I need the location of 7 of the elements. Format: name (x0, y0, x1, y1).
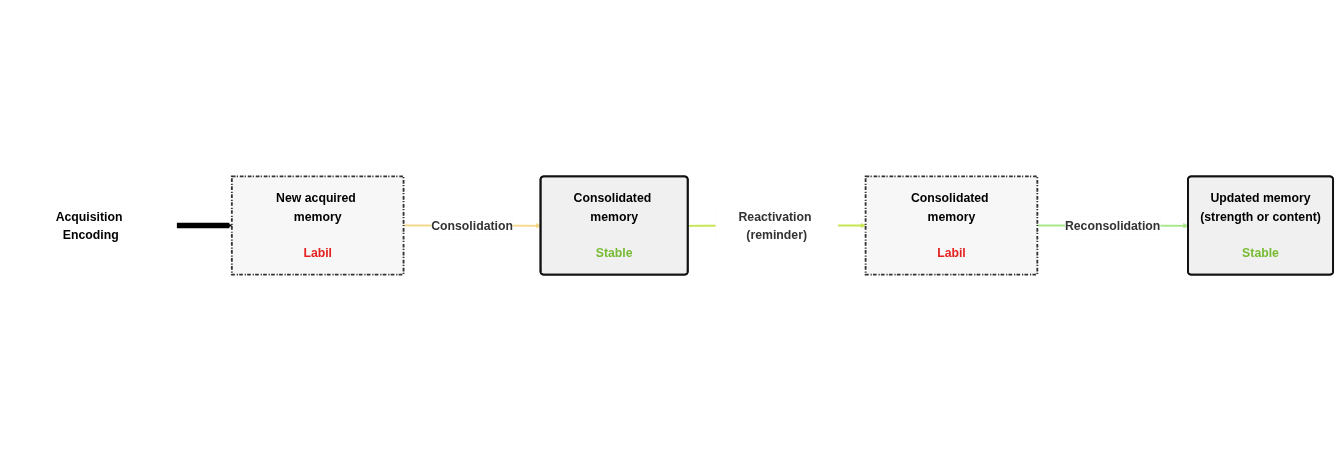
node-box: New acquired memory Labil (230, 175, 405, 276)
node-box: Consolidated memory Labil (864, 175, 1039, 276)
edge-label: Reconsolidation (1064, 218, 1161, 233)
edge-label: Consolidation (431, 218, 513, 233)
arrow (176, 222, 233, 229)
edge-label: Reactivation (reminder) (738, 209, 812, 242)
node-text: Acquisition Encoding (55, 209, 123, 242)
